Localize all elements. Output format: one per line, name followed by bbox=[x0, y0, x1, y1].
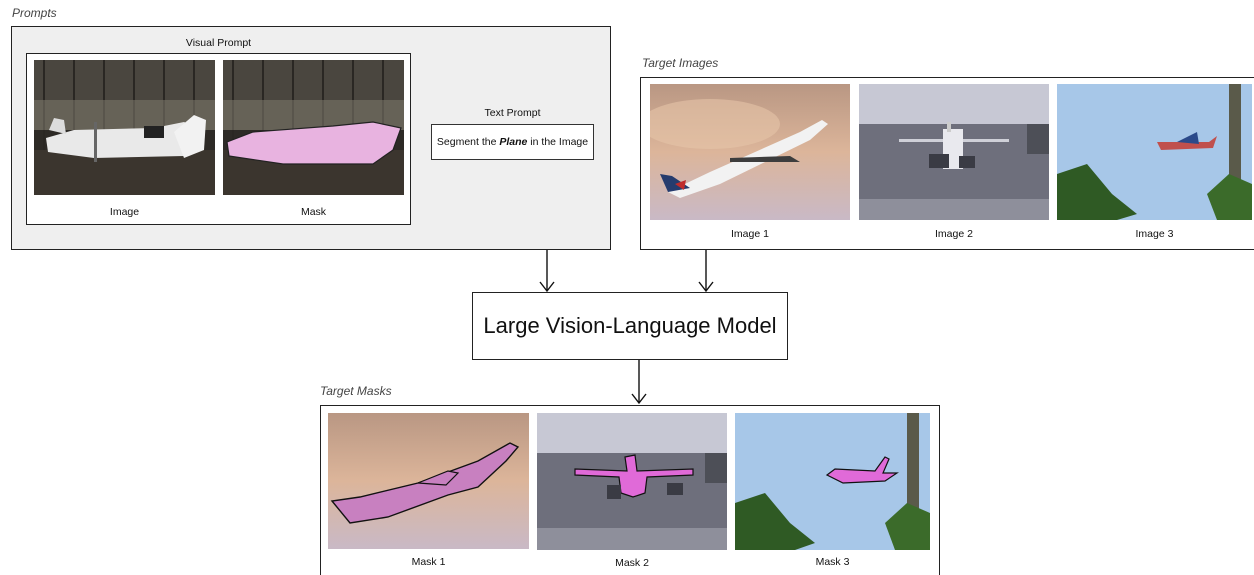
target-images-label: Target Images bbox=[642, 56, 719, 70]
target-image-2-caption: Image 2 bbox=[935, 228, 973, 240]
prompts-label: Prompts bbox=[12, 6, 57, 20]
target-image-2 bbox=[859, 84, 1049, 220]
arrow-model-to-masks bbox=[631, 360, 647, 405]
prompt-mask-caption: Mask bbox=[300, 206, 327, 218]
target-mask-1 bbox=[328, 413, 529, 549]
text-prompt-keyword: Plane bbox=[499, 136, 528, 148]
prompt-image bbox=[34, 60, 215, 195]
target-masks-label: Target Masks bbox=[320, 384, 392, 398]
arrow-prompts-to-model bbox=[539, 250, 555, 293]
text-prompt-before: Segment the bbox=[436, 136, 500, 148]
target-mask-3-caption: Mask 3 bbox=[815, 556, 850, 568]
target-mask-2-caption: Mask 2 bbox=[615, 557, 649, 569]
target-mask-3 bbox=[735, 413, 930, 550]
target-mask-2 bbox=[537, 413, 727, 550]
text-prompt-box: Segment the Plane in the Image bbox=[431, 124, 594, 160]
arrow-targets-to-model bbox=[698, 250, 714, 293]
prompt-image-caption: Image bbox=[109, 206, 140, 218]
target-image-1 bbox=[650, 84, 850, 220]
visual-prompt-title: Visual Prompt bbox=[185, 37, 252, 49]
model-box: Large Vision-Language Model bbox=[472, 292, 788, 360]
text-prompt-after: in the Image bbox=[527, 136, 589, 148]
prompt-mask bbox=[223, 60, 404, 195]
target-mask-1-caption: Mask 1 bbox=[411, 556, 446, 568]
model-label: Large Vision-Language Model bbox=[483, 313, 777, 338]
target-image-3 bbox=[1057, 84, 1252, 220]
text-prompt-title: Text Prompt bbox=[484, 107, 541, 119]
target-image-1-caption: Image 1 bbox=[731, 228, 769, 240]
target-image-3-caption: Image 3 bbox=[1135, 228, 1174, 240]
